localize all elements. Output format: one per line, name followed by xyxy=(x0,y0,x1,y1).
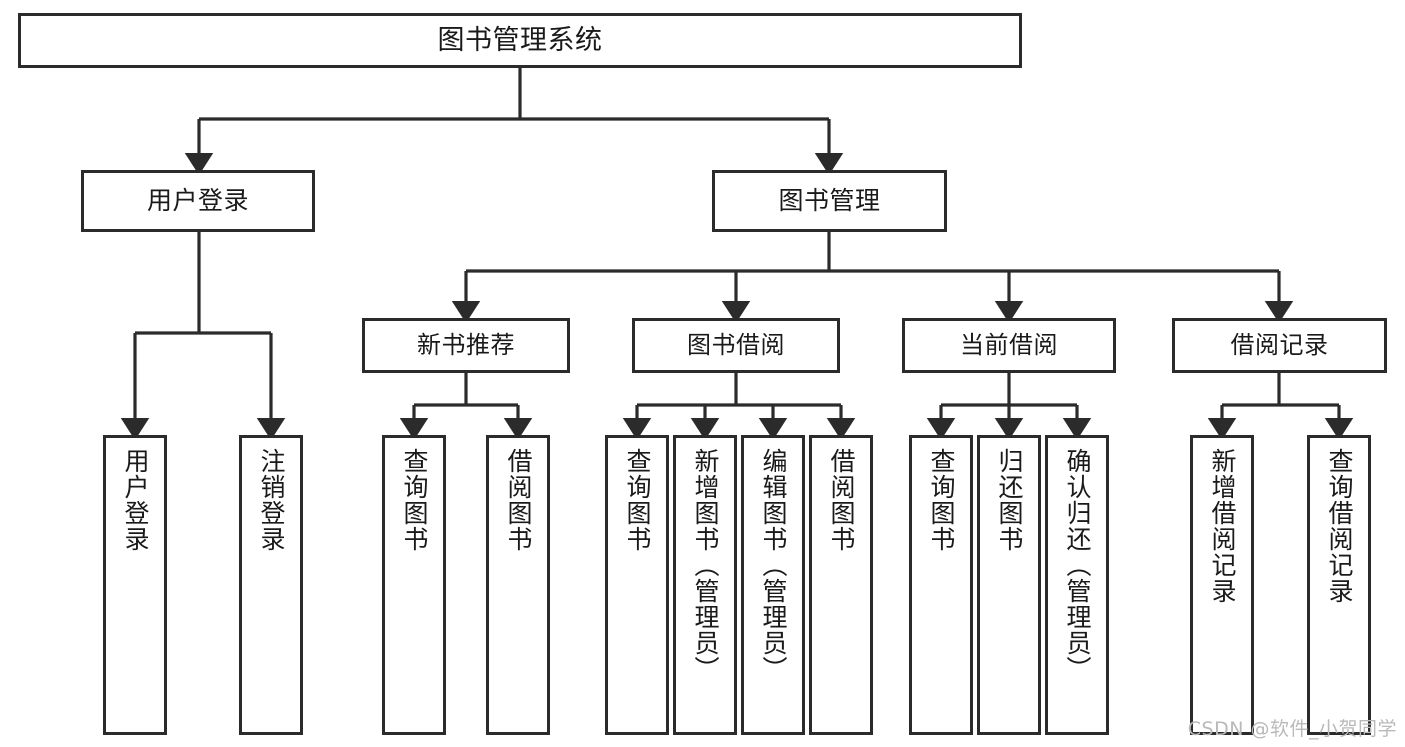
node-label: 查询借阅记录 xyxy=(1325,448,1354,604)
leaf-borrow-record-add-record[interactable]: 新增借阅记录 xyxy=(1190,435,1254,735)
node-book-borrow[interactable]: 图书借阅 xyxy=(632,318,840,373)
node-label: 借阅图书 xyxy=(504,448,533,552)
leaf-current-borrow-confirm-return[interactable]: 确认归还（管理员） xyxy=(1045,435,1109,735)
node-label: 查询图书 xyxy=(927,448,956,552)
node-label: 归还图书 xyxy=(995,448,1024,552)
leaf-book-borrow-query-book[interactable]: 查询图书 xyxy=(605,435,669,735)
leaf-new-book-borrow-book[interactable]: 借阅图书 xyxy=(486,435,550,735)
node-label: 用户登录 xyxy=(146,186,249,216)
csdn-watermark: CSDN @软件_小贺同学 xyxy=(1187,718,1397,740)
node-label: 新增借阅记录 xyxy=(1208,448,1237,604)
node-label: 编辑图书（管理员） xyxy=(759,448,788,682)
node-label: 新书推荐 xyxy=(417,331,515,360)
node-label: 查询图书 xyxy=(623,448,652,552)
node-label: 注销登录 xyxy=(257,448,286,552)
node-label: 确认归还（管理员） xyxy=(1063,448,1092,682)
leaf-current-borrow-return-book[interactable]: 归还图书 xyxy=(977,435,1041,735)
node-root-system[interactable]: 图书管理系统 xyxy=(18,13,1022,68)
leaf-book-borrow-edit-book[interactable]: 编辑图书（管理员） xyxy=(741,435,805,735)
node-label: 借阅记录 xyxy=(1230,331,1329,360)
node-label: 图书借阅 xyxy=(687,331,785,360)
leaf-borrow-record-query-record[interactable]: 查询借阅记录 xyxy=(1307,435,1371,735)
node-new-book-recommend[interactable]: 新书推荐 xyxy=(362,318,570,373)
node-book-management[interactable]: 图书管理 xyxy=(712,170,947,232)
node-current-borrow[interactable]: 当前借阅 xyxy=(902,318,1116,373)
node-label: 当前借阅 xyxy=(960,331,1058,360)
node-label: 用户登录 xyxy=(121,448,150,552)
node-label: 图书管理 xyxy=(778,186,881,216)
leaf-new-book-query-book[interactable]: 查询图书 xyxy=(382,435,446,735)
leaf-user-login-login[interactable]: 用户登录 xyxy=(103,435,167,735)
node-label: 新增图书（管理员） xyxy=(691,448,720,682)
node-user-login[interactable]: 用户登录 xyxy=(81,170,315,232)
node-label: 图书管理系统 xyxy=(437,24,603,56)
leaf-book-borrow-borrow-book[interactable]: 借阅图书 xyxy=(809,435,873,735)
leaf-current-borrow-query-book[interactable]: 查询图书 xyxy=(909,435,973,735)
node-label: 借阅图书 xyxy=(827,448,856,552)
leaf-user-login-logout[interactable]: 注销登录 xyxy=(239,435,303,735)
node-borrow-record[interactable]: 借阅记录 xyxy=(1172,318,1387,373)
leaf-book-borrow-add-book[interactable]: 新增图书（管理员） xyxy=(673,435,737,735)
node-label: 查询图书 xyxy=(400,448,429,552)
